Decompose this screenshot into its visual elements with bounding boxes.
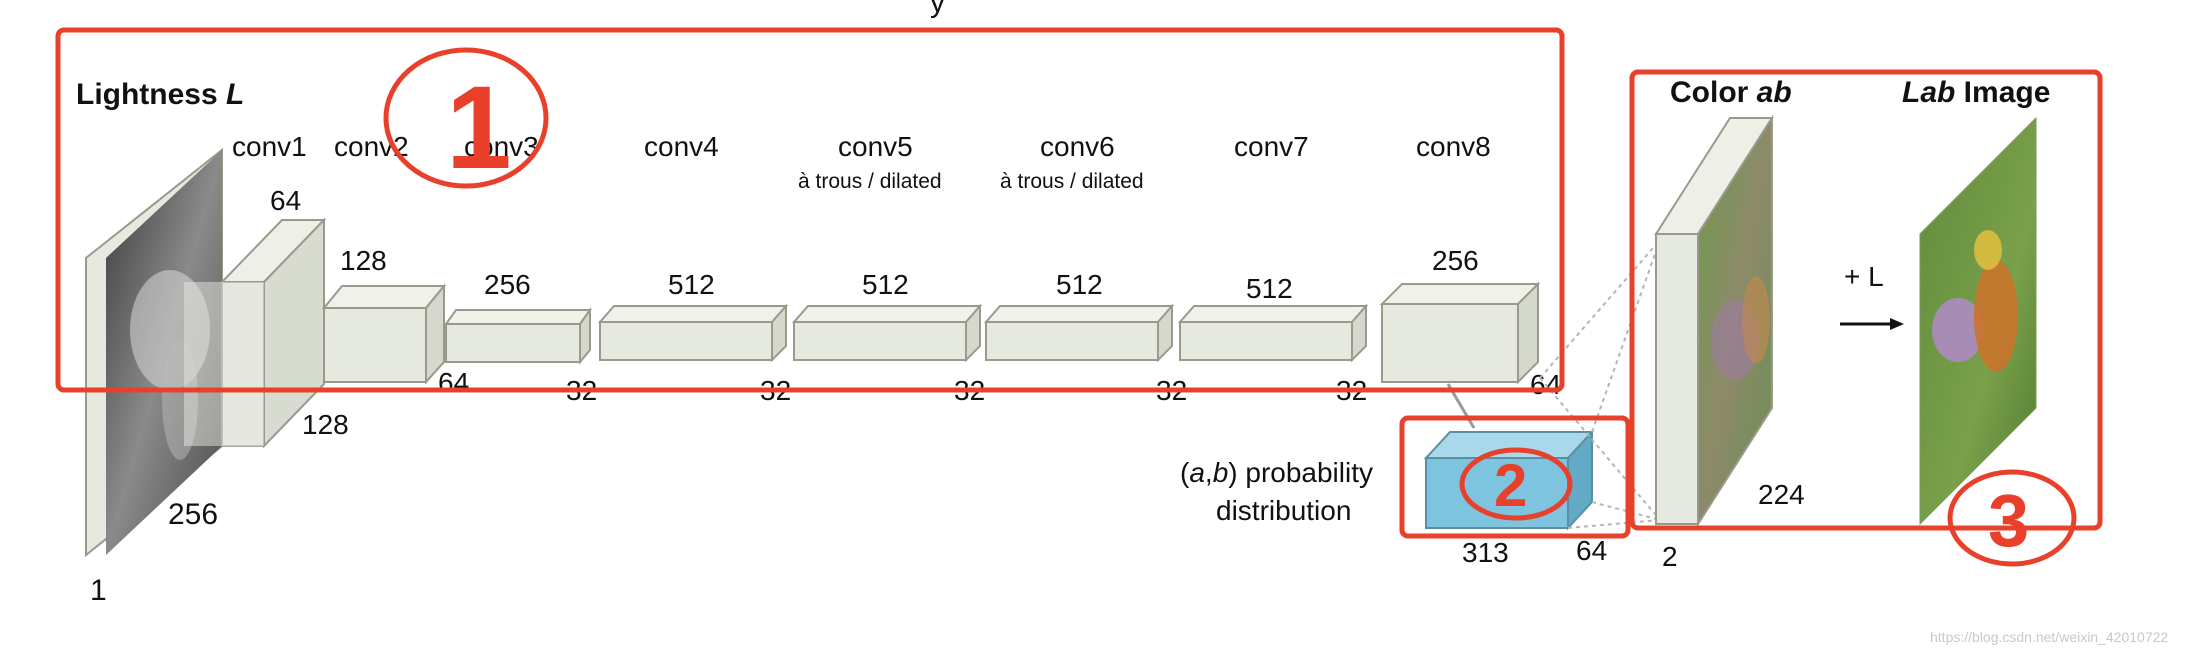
annotation-boxes — [55, 27, 2103, 567]
plus-l-arrow-head — [1890, 318, 1904, 330]
input-size-label: 256 — [168, 498, 218, 531]
conv3-channels: 256 — [484, 269, 531, 300]
conv2-channels: 128 — [340, 245, 387, 276]
conv7-label: conv7 — [1234, 131, 1309, 162]
conv7-block — [1177, 303, 1369, 363]
conv8-channels: 256 — [1432, 245, 1479, 276]
title-fragment: y — [930, 0, 945, 19]
color-ab-image — [1654, 114, 1774, 528]
annotation-box-3 — [1629, 69, 2103, 531]
conv1-label: conv1 — [232, 131, 307, 162]
color-ab-size: 224 — [1758, 479, 1805, 510]
conv6-label: conv6 — [1040, 131, 1115, 162]
conv2-block — [321, 283, 447, 385]
conv2-label: conv2 — [334, 131, 409, 162]
annotation-circle-1 — [383, 47, 549, 189]
conv5-label: conv5 — [838, 131, 913, 162]
prob-channels: 313 — [1462, 537, 1509, 568]
annotation-circle-3 — [1947, 469, 2077, 567]
conv6-channels: 512 — [1056, 269, 1103, 300]
conv1-spatial: 128 — [302, 409, 349, 440]
conv7-channels: 512 — [1246, 273, 1293, 304]
prob-label-line1: (a,b) probability — [1180, 457, 1373, 488]
annotation-box-2 — [1399, 415, 1631, 539]
conv2-spatial: 64 — [438, 367, 469, 398]
conv3-block — [444, 306, 592, 365]
probability-block — [1423, 429, 1595, 531]
annotation-number-3: 3 — [1988, 479, 2029, 562]
plus-l-label: + L — [1844, 261, 1884, 292]
color-ab-channels: 2 — [1662, 541, 1678, 572]
conv6-sublabel: à trous / dilated — [1000, 170, 1144, 193]
input-title: Lightness L — [76, 78, 244, 111]
conv8-label: conv8 — [1416, 131, 1491, 162]
conv4-channels: 512 — [668, 269, 715, 300]
annotation-box-1 — [55, 27, 1565, 393]
conv3-label: conv3 — [464, 131, 539, 162]
annotation-number-2: 2 — [1494, 452, 1527, 519]
annotation-circle-2 — [1459, 447, 1573, 521]
input-channels-label: 1 — [90, 574, 107, 607]
conv4-block — [597, 303, 789, 363]
conv1-channels: 64 — [270, 185, 301, 216]
conv5-block — [791, 303, 983, 363]
prob-label-line2: distribution — [1216, 495, 1351, 526]
lab-image — [1919, 116, 2037, 526]
lab-image-title: Lab Image — [1902, 76, 2050, 109]
annotation-number-1: 1 — [446, 62, 512, 194]
color-ab-title: Color ab — [1670, 76, 1792, 109]
conv6-block — [983, 303, 1175, 363]
watermark: https://blog.csdn.net/weixin_42010722 — [1930, 629, 2168, 645]
prob-spatial: 64 — [1576, 535, 1607, 566]
conv5-channels: 512 — [862, 269, 909, 300]
conv4-label: conv4 — [644, 131, 719, 162]
conv5-sublabel: à trous / dilated — [798, 170, 942, 193]
conv8-block — [1379, 281, 1541, 385]
